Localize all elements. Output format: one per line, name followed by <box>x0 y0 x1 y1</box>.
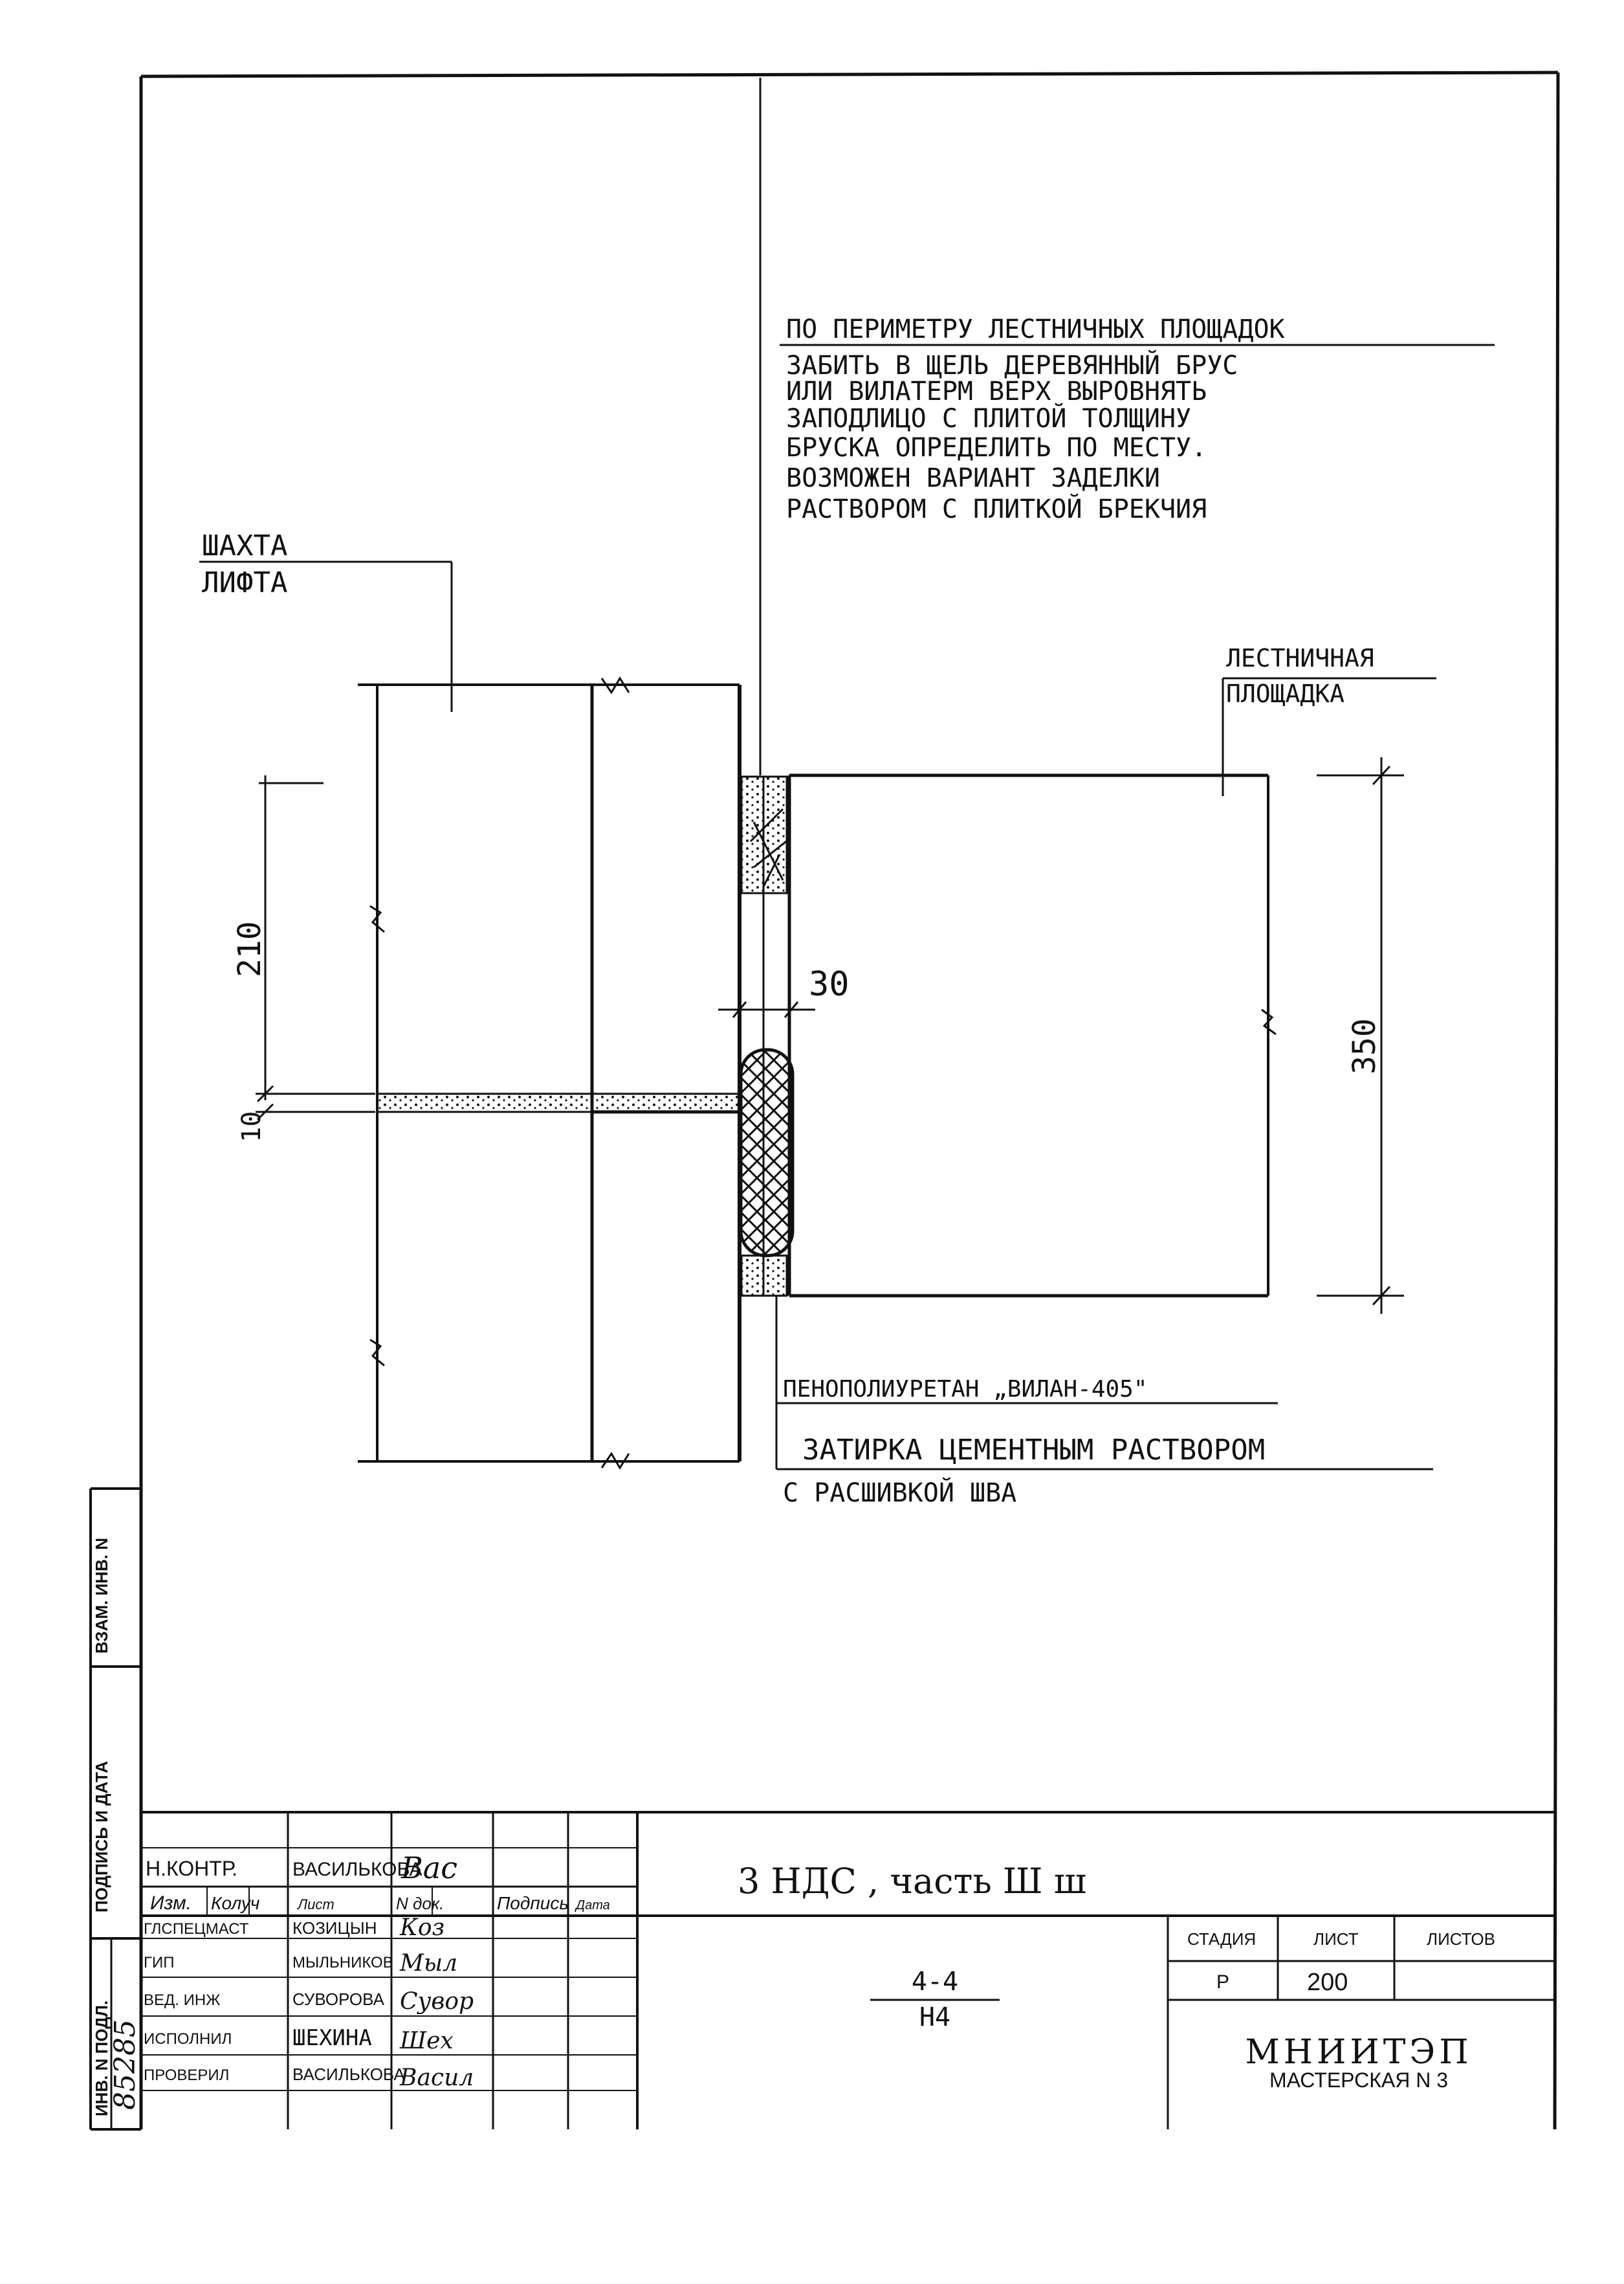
title-block-grid <box>141 1812 1555 2129</box>
perimeter-heading: ПО ПЕРИМЕТРУ ЛЕСТНИЧНЫХ ПЛОЩАДОК <box>786 315 1285 344</box>
role-signature: Коз <box>399 1914 444 1941</box>
col-header-data: Дата <box>575 1898 610 1913</box>
dimension-30-line <box>718 1001 815 1018</box>
perimeter-note: ЗАБИТЬ В ЩЕЛЬ ДЕРЕВЯННЫЙ БРУС ИЛИ ВИЛАТЕ… <box>786 349 1238 524</box>
col-header-izm: Изм. <box>150 1892 192 1914</box>
foam-label: ПЕНОПОЛИУРЕТАН „ВИЛАН-405" <box>783 1376 1148 1403</box>
role-label: ГИП <box>144 1954 175 1971</box>
leader-lines <box>199 344 1495 1470</box>
side-vzam-inv: ВЗАМ. ИНВ. N <box>92 1538 111 1654</box>
shaft-label-bottom: ЛИФТА <box>202 566 287 599</box>
dimension-210-label: 210 <box>232 921 268 977</box>
landing-label-bottom: ПЛОЩАДКА <box>1226 680 1344 708</box>
shaft-label-top: ШАХТА <box>202 529 287 562</box>
shaft-walls <box>358 676 741 1470</box>
slab-joint <box>376 1092 741 1114</box>
perimeter-line: ИЛИ ВИЛАТЕРМ ВЕРХ ВЫРОВНЯТЬ <box>786 377 1207 406</box>
side-podpis-data: ПОДПИСЬ И ДАТА <box>92 1761 111 1913</box>
col-header-list: Лист <box>296 1896 335 1913</box>
dimension-350-line <box>1317 757 1404 1314</box>
drawing-number-bottom: Н4 <box>919 2002 950 2032</box>
role-name: ШЕХИНА <box>292 2025 372 2051</box>
sheet-frame <box>139 71 1560 2130</box>
sheet-value: 200 <box>1307 1969 1348 1996</box>
landing-label-top: ЛЕСТНИЧНАЯ <box>1226 644 1374 672</box>
perimeter-line: ЗАБИТЬ В ЩЕЛЬ ДЕРЕВЯННЫЙ БРУС <box>786 349 1238 381</box>
stage-label: СТАДИЯ <box>1187 1929 1256 1949</box>
perimeter-line: БРУСКА ОПРЕДЕЛИТЬ ПО МЕСТУ. <box>786 433 1207 463</box>
drawing-number-top: 4-4 <box>912 1967 958 1997</box>
project-title: 3 НДС , часть Ш ш <box>738 1861 1086 1901</box>
n-kontr-name: ВАСИЛЬКОВА <box>292 1859 422 1880</box>
role-signature: Мыл <box>399 1950 457 1977</box>
col-header-podpis: Подпись <box>497 1893 569 1913</box>
stage-value: Р <box>1216 1971 1229 1993</box>
org-name: МНИИТЭП <box>1245 2033 1472 2072</box>
perimeter-line: ЗАПОДЛИЦО С ПЛИТОЙ ТОЛЩИНУ <box>786 403 1191 434</box>
perimeter-line: ВОЗМОЖЕН ВАРИАНТ ЗАДЕЛКИ <box>786 463 1160 493</box>
grout-label-line1: ЗАТИРКА ЦЕМЕНТНЫМ РАСТВОРОМ <box>802 1434 1265 1467</box>
role-name: МЫЛЬНИКОВ <box>292 1954 393 1971</box>
sheet-label: ЛИСТ <box>1313 1929 1359 1949</box>
role-signature: Сувор <box>400 1988 474 2015</box>
role-label: ВЕД. ИНЖ <box>144 1991 220 2009</box>
n-kontr-label: Н.КОНТР. <box>146 1857 237 1880</box>
col-header-n-dok: N док. <box>396 1894 444 1913</box>
sheets-label: ЛИСТОВ <box>1427 1929 1495 1949</box>
role-label: ИСПОЛНИЛ <box>144 2030 232 2048</box>
side-inv-podl: ИНВ. N ПОДЛ. <box>92 2001 111 2116</box>
dimension-210-line <box>256 775 375 1121</box>
dimension-30-label: 30 <box>809 965 850 1004</box>
role-name: СУВОРОВА <box>292 1990 385 2009</box>
side-inv-number: 85285 <box>109 2019 142 2110</box>
role-name: ВАСИЛЬКОВА <box>292 2065 405 2084</box>
org-workshop: МАСТЕРСКАЯ N 3 <box>1269 2068 1448 2092</box>
perimeter-line: РАСТВОРОМ С ПЛИТКОЙ БРЕКЧИЯ <box>786 493 1207 524</box>
grout-label-line2: С РАСШИВКОЙ ШВА <box>783 1477 1016 1508</box>
role-signature: Васил <box>399 2065 474 2091</box>
side-stamp <box>89 1487 141 2131</box>
role-signature: Шех <box>399 2028 454 2054</box>
dimension-350-label: 350 <box>1346 1018 1383 1074</box>
col-header-koluch: Колуч <box>211 1893 259 1913</box>
dimension-10-label: 10 <box>237 1111 267 1142</box>
role-name: КОЗИЦЫН <box>292 1918 377 1938</box>
n-kontr-signature: Вас <box>401 1850 457 1885</box>
role-label: ПРОВЕРИЛ <box>144 2067 229 2084</box>
joint-gap <box>739 78 795 1297</box>
role-label: ГЛСПЕЦМАСТ <box>144 1920 249 1938</box>
landing-slab <box>787 773 1277 1298</box>
